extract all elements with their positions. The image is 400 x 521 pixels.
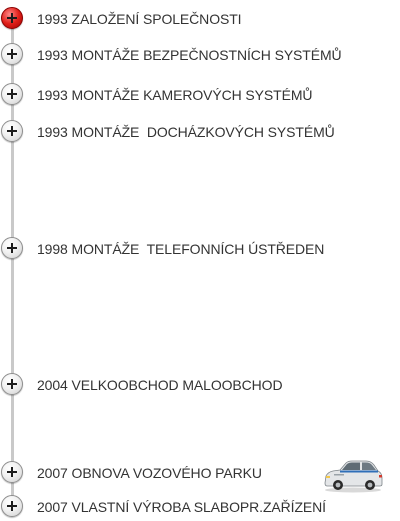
timeline-item-label[interactable]: 1993 ZALOŽENÍ SPOLEČNOSTI bbox=[37, 11, 242, 27]
timeline-item-2007-fleet-renewal[interactable]: 2007 OBNOVA VOZOVÉHO PARKU bbox=[0, 461, 400, 485]
plus-circle-icon[interactable] bbox=[1, 120, 23, 142]
timeline-item-1993-founding[interactable]: 1993 ZALOŽENÍ SPOLEČNOSTI bbox=[0, 7, 400, 31]
plus-circle-red-icon[interactable] bbox=[1, 7, 23, 29]
plus-circle-icon[interactable] bbox=[1, 495, 23, 517]
timeline-item-label[interactable]: 1993 MONTÁŽE BEZPEČNOSTNÍCH SYSTÉMŮ bbox=[37, 47, 342, 63]
timeline-item-2004-wholesale-retail[interactable]: 2004 VELKOOBCHOD MALOOBCHOD bbox=[0, 373, 400, 397]
timeline-rail bbox=[11, 16, 14, 516]
timeline-item-label[interactable]: 2007 OBNOVA VOZOVÉHO PARKU bbox=[37, 465, 262, 481]
timeline-item-1998-telephone-exchanges[interactable]: 1998 MONTÁŽE TELEFONNÍCH ÚSTŘEDEN bbox=[0, 237, 400, 261]
timeline-item-1993-attendance-systems[interactable]: 1993 MONTÁŽE DOCHÁZKOVÝCH SYSTÉMŮ bbox=[0, 120, 400, 144]
timeline-item-1993-security-systems[interactable]: 1993 MONTÁŽE BEZPEČNOSTNÍCH SYSTÉMŮ bbox=[0, 43, 400, 67]
timeline-item-label[interactable]: 2007 VLASTNÍ VÝROBA SLABOPR.ZAŘÍZENÍ bbox=[37, 499, 326, 515]
timeline-item-1993-camera-systems[interactable]: 1993 MONTÁŽE KAMEROVÝCH SYSTÉMŮ bbox=[0, 83, 400, 107]
car-icon bbox=[324, 460, 383, 493]
timeline-item-2007-own-production[interactable]: 2007 VLASTNÍ VÝROBA SLABOPR.ZAŘÍZENÍ bbox=[0, 495, 400, 519]
plus-circle-icon[interactable] bbox=[1, 461, 23, 483]
timeline-item-label[interactable]: 1993 MONTÁŽE DOCHÁZKOVÝCH SYSTÉMŮ bbox=[37, 124, 335, 140]
timeline-item-label[interactable]: 1998 MONTÁŽE TELEFONNÍCH ÚSTŘEDEN bbox=[37, 241, 325, 257]
plus-circle-icon[interactable] bbox=[1, 43, 23, 65]
plus-circle-icon[interactable] bbox=[1, 237, 23, 259]
plus-circle-icon[interactable] bbox=[1, 373, 23, 395]
plus-circle-icon[interactable] bbox=[1, 83, 23, 105]
timeline-item-label[interactable]: 2004 VELKOOBCHOD MALOOBCHOD bbox=[37, 377, 283, 393]
timeline-item-label[interactable]: 1993 MONTÁŽE KAMEROVÝCH SYSTÉMŮ bbox=[37, 87, 313, 103]
